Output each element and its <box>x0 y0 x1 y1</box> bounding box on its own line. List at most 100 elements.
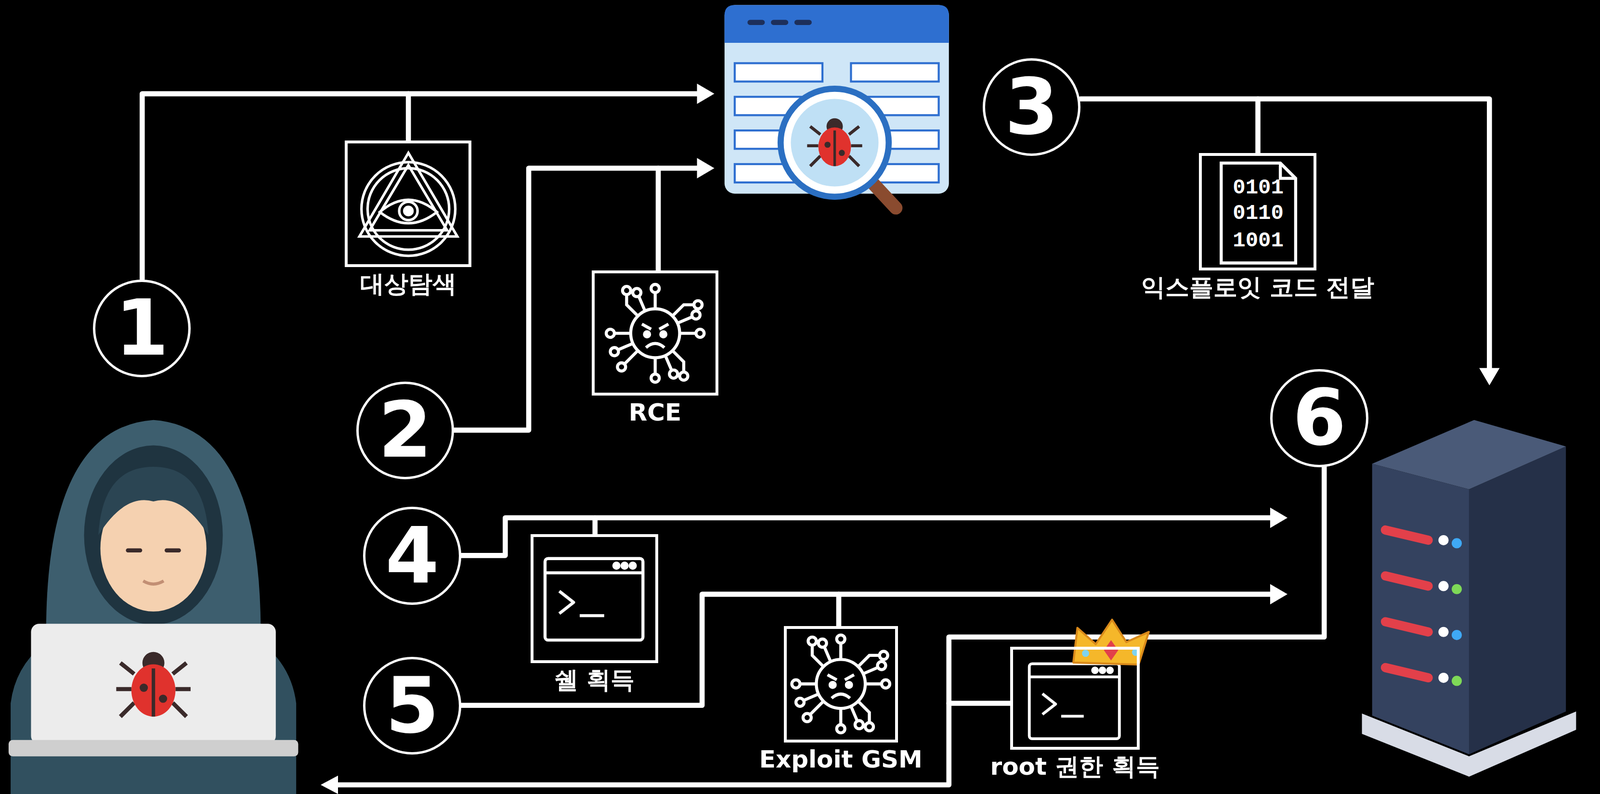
step-number: 6 <box>1292 379 1347 457</box>
webpage-icon-part <box>850 63 939 82</box>
hacker-figure <box>8 420 299 794</box>
virus-icon-part <box>792 635 890 734</box>
server-icon-part <box>1385 530 1429 678</box>
flow-line-part <box>405 93 412 141</box>
step-number: 5 <box>385 667 440 745</box>
binary-digits: 0101 <box>1232 177 1284 199</box>
step-number-circle: 4 <box>363 507 461 605</box>
icon-caption: 익스플로잇 코드 전달 <box>1141 273 1375 302</box>
eye-icon-part <box>399 201 418 221</box>
server-icon-part <box>1438 535 1449 546</box>
virus-icon-part <box>606 284 704 383</box>
eye-icon <box>359 153 457 257</box>
server-icon-part <box>1372 420 1566 490</box>
webpage-icon-part <box>734 63 823 82</box>
server-icon-part <box>1385 622 1429 633</box>
binary-file-icon-part <box>1280 163 1296 179</box>
server-icon-part <box>1385 576 1429 587</box>
binary-digits: 1001 <box>1232 230 1284 252</box>
hacker-figure-part <box>116 652 191 717</box>
server-icon-part <box>1469 446 1566 755</box>
server-icon-part <box>1451 630 1462 641</box>
server-icon-part <box>1385 667 1429 678</box>
eye-icon-part <box>379 199 438 224</box>
hacker-figure-part <box>84 445 223 626</box>
arrow-head-part <box>1479 368 1500 386</box>
flow-line-part <box>454 168 700 430</box>
webpage-icon-part <box>724 5 950 195</box>
flow-line-part <box>836 594 842 627</box>
step-number-circle: 6 <box>1270 369 1368 468</box>
step-number-circle: 5 <box>363 657 461 755</box>
server-icon-part <box>1451 676 1462 687</box>
server-icon-part <box>1451 538 1462 549</box>
virus-icon <box>606 284 704 383</box>
webpage-icon-part <box>790 98 879 187</box>
icon-box: root 권한 획득 <box>1010 647 1140 751</box>
flow-line-part <box>1255 98 1261 153</box>
server-icon <box>1362 420 1577 778</box>
hacker-figure-part <box>143 581 164 585</box>
binary-file-icon <box>1221 163 1296 264</box>
webpage-icon-part <box>780 88 889 197</box>
arrow-head-part <box>1270 507 1288 529</box>
icon-box: 대상탐색 <box>344 140 472 268</box>
server-icon-part <box>1438 535 1462 687</box>
hacker-figure-part <box>30 624 276 745</box>
icon-box: 쉘 획득 <box>530 534 659 664</box>
binary-digits: 0110 <box>1232 202 1284 224</box>
icon-caption: Exploit GSM <box>759 746 923 775</box>
icon-box: Exploit GSM <box>783 626 898 743</box>
terminal-icon-part <box>1029 663 1120 740</box>
hacker-figure-part <box>98 467 209 536</box>
eye-icon-part <box>359 153 457 237</box>
hacker-figure-part <box>46 420 261 653</box>
arrow-head-part <box>1270 584 1288 605</box>
crown-icon-part <box>1081 650 1090 658</box>
webpage-icon-part <box>724 5 950 43</box>
icon-caption: root 권한 획득 <box>990 753 1160 782</box>
server-icon-part <box>1385 530 1429 541</box>
step-number-circle: 2 <box>356 381 455 480</box>
arrow-head-part <box>320 776 339 794</box>
server-icon-part <box>1438 627 1449 638</box>
arrow-head-part <box>697 83 715 105</box>
step-number: 1 <box>115 289 169 367</box>
flow-line-part <box>949 701 1011 707</box>
server-icon-part <box>1372 464 1470 755</box>
webpage-icon-part <box>750 19 810 26</box>
terminal-icon-part <box>545 559 643 641</box>
eye-icon-part <box>404 207 413 216</box>
binary-file-icon-part <box>1221 163 1296 264</box>
flow-line-part <box>655 168 662 271</box>
flow-line-part <box>335 467 1325 786</box>
server-icon-part <box>1438 581 1449 592</box>
step-number-circle: 1 <box>92 279 191 378</box>
terminal-icon <box>1029 663 1120 740</box>
hacker-figure-part <box>8 740 299 757</box>
icon-caption: 쉘 획득 <box>554 666 635 695</box>
server-icon-part <box>1438 673 1449 684</box>
flow-line-part <box>461 594 1274 706</box>
flow-line-part <box>1080 98 1490 372</box>
flow-line-part <box>142 93 701 280</box>
webpage-icon <box>724 5 950 209</box>
arrow-head-part <box>697 157 715 179</box>
webpage-icon-part <box>734 63 939 183</box>
webpage-icon-part <box>806 118 862 167</box>
step-number: 4 <box>385 517 440 595</box>
crown-icon-part <box>1104 640 1119 661</box>
icon-box: RCE <box>591 270 719 397</box>
server-icon-part <box>1451 584 1462 595</box>
icon-caption: RCE <box>628 399 682 428</box>
terminal-icon <box>545 559 643 641</box>
virus-icon <box>792 635 890 734</box>
hacker-figure-part <box>128 548 180 553</box>
eye-icon-part <box>369 165 448 231</box>
hacker-figure-part <box>10 606 297 794</box>
step-number: 2 <box>378 391 432 469</box>
step-number: 3 <box>1004 68 1059 146</box>
step-number-circle: 3 <box>982 58 1081 157</box>
flow-line-part <box>592 518 598 535</box>
